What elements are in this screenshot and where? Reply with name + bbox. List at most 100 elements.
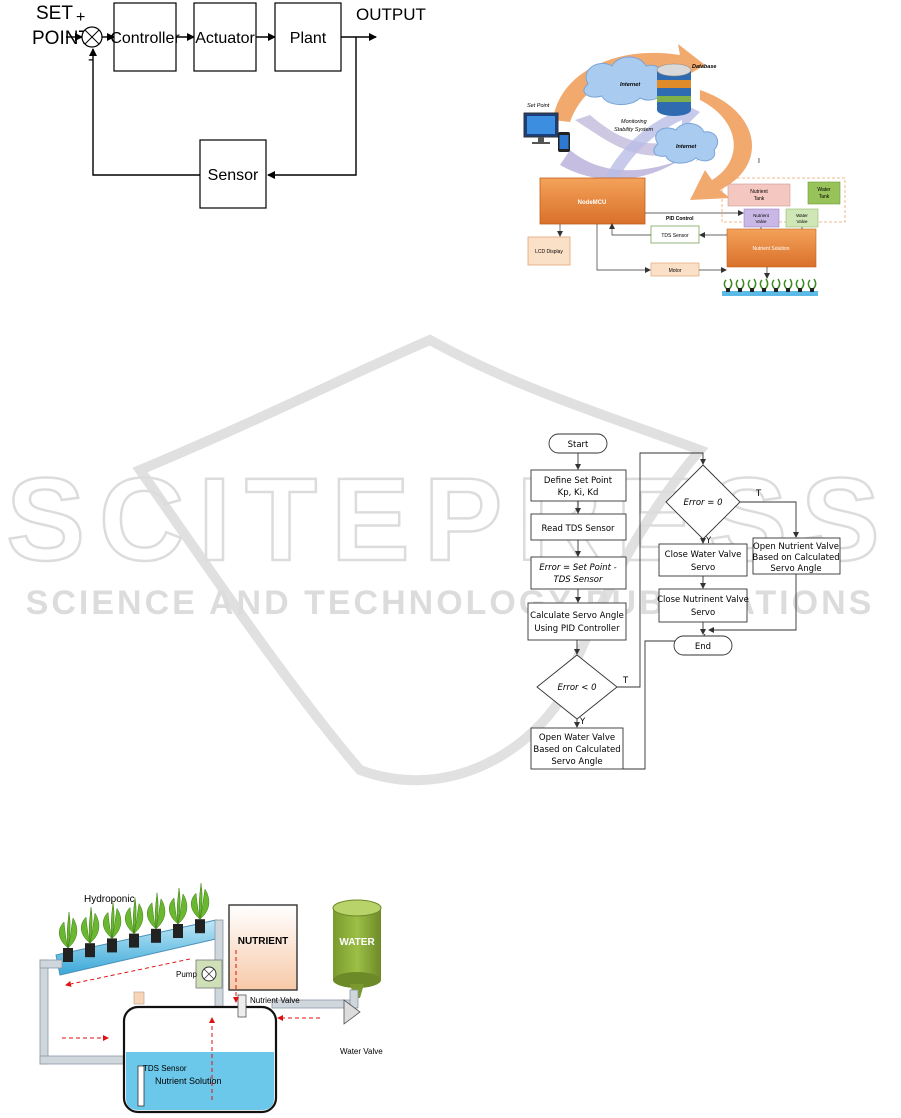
smartphone-icon: [558, 132, 570, 152]
water-valve-box: [785, 208, 819, 228]
plus-sign: +: [76, 9, 85, 26]
flow-read-tds: [530, 513, 627, 541]
flow-error-label-2: TDS Sensor: [554, 575, 603, 585]
nodemcu-label: NodeMCU: [578, 200, 607, 206]
tank-solution: [126, 1052, 274, 1110]
flow-end: [673, 635, 733, 656]
nodemcu-box: [539, 177, 646, 225]
nutrient-container: [228, 904, 298, 991]
sensor-box: [199, 139, 267, 209]
flow-y-label-2: Y: [705, 536, 712, 546]
plant-leaves: [191, 883, 210, 920]
small-plant-pot: [762, 288, 766, 292]
flow-t-label-1: T: [622, 676, 629, 686]
flow-close-nutrient-label-2: Servo: [691, 608, 715, 618]
internet-top-label: Internet: [620, 82, 641, 88]
plant-pot: [63, 948, 73, 962]
nutrient-solution-box: [726, 228, 817, 268]
purple-swoosh-2: [560, 150, 680, 180]
minus-sign: -: [88, 51, 93, 68]
nutrient-valve-label: Nutrient: [753, 213, 770, 218]
flow-open-nutrient-label-2: Based on Calculated: [752, 553, 839, 563]
plant-pot: [173, 924, 183, 938]
monitoring-label: Monitoring: [621, 119, 648, 125]
flow-arrows: [62, 950, 320, 1100]
plant-leaves: [81, 907, 100, 944]
flow-define-label: Define Set Point: [544, 476, 613, 486]
actuator-label: Actuator: [195, 30, 255, 47]
flow-define: [530, 469, 627, 502]
database-label: Database: [692, 64, 716, 70]
nutrient-tank-label: Nutrient: [750, 189, 768, 195]
water-valve-label-2: Valve: [797, 219, 808, 224]
flow-end-label: End: [695, 642, 711, 652]
lcd-display-box: [527, 236, 571, 266]
flow-calculate-label: Calculate Servo Angle: [530, 611, 624, 621]
water-tank-label-2: Tank: [819, 194, 830, 200]
flow-calculate: [527, 602, 627, 641]
flow-read-tds-label: Read TDS Sensor: [541, 524, 615, 534]
nutrient-valve-box: [743, 208, 780, 228]
output-label: OUTPUT: [356, 5, 426, 24]
flow-open-water-label-2: Based on Calculated: [533, 745, 620, 755]
flow-decision-eq-label: Error = 0: [684, 498, 723, 508]
hydroponic-label: Hydroponic: [84, 894, 135, 905]
tds-sensor-label: TDS Sensor: [661, 233, 689, 239]
plant-label: Plant: [290, 30, 327, 47]
water-tank-label: Water: [817, 187, 830, 193]
water-valve-label: Water Valve: [340, 1047, 383, 1056]
flow-calculate-label-2: Using PID Controller: [534, 624, 620, 634]
plant-pot: [195, 919, 205, 934]
flow-decision-lt-label: Error < 0: [558, 683, 597, 693]
flow-close-nutrient-label: Close Nutrinent Valve: [657, 595, 749, 605]
small-plant-pot: [786, 288, 790, 292]
feedback-line-left: [89, 48, 200, 176]
tds-sensor-label: TDS Sensor: [143, 1064, 187, 1073]
controller-box: [113, 2, 177, 72]
system-architecture-diagram: Internet Internet Database Set Point Mon…: [523, 44, 846, 296]
flow-open-nutrient-label-3: Servo Angle: [770, 564, 821, 574]
pid-control-label: PID Control: [666, 216, 694, 222]
small-plant-pot: [726, 288, 730, 292]
flow-close-water-label-2: Servo: [691, 563, 715, 573]
hydroponic-plants-row: [722, 267, 818, 296]
plant-pot: [85, 943, 95, 958]
plants: [59, 883, 210, 962]
summing-junction: [81, 26, 103, 48]
flow-error: [530, 556, 627, 590]
monitor-icon: [523, 112, 559, 144]
nutrient-tank-box: [727, 183, 791, 207]
water-valve-label: Water: [796, 213, 808, 218]
nutrient-container-label: NUTRIENT: [238, 936, 289, 947]
nutrient-valve-label: Nutrient Valve: [250, 996, 300, 1005]
lcd-display-label: LCD Display: [535, 249, 563, 255]
control-loop-diagram: SET POINT + - Controller Actuator Plant …: [32, 2, 426, 209]
flow-y-label-1: Y: [579, 717, 586, 727]
set-point-device-label: Set Point: [527, 103, 550, 109]
plant-leaves: [169, 887, 188, 925]
flow-open-water-label-3: Servo Angle: [551, 757, 602, 767]
flow-close-water-label: Close Water Valve: [665, 550, 742, 560]
controller-label: Controller: [110, 30, 180, 47]
nutrient-valve: [237, 994, 247, 1018]
flow-open-water: [530, 727, 624, 770]
flow-open-nutrient: [752, 537, 841, 575]
plant-box: [274, 2, 342, 72]
orange-swoosh-right: [690, 90, 753, 200]
nutrient-solution-label: Nutrient Solution: [753, 246, 790, 252]
plant-pot: [129, 933, 139, 948]
flow-close-nutrient: [658, 588, 748, 623]
actuator-box: [193, 2, 257, 72]
motor-label: Motor: [669, 268, 682, 274]
plant-leaves: [103, 902, 122, 939]
hydroponic-system-illustration: Hydroponic NUTRIENT WATER Nutrient Solut…: [39, 883, 383, 1114]
small-plant-pot: [750, 288, 754, 292]
plant-leaves: [125, 897, 144, 934]
flow-t-label-2: T: [755, 489, 762, 499]
flow-error-label: Error = Set Point -: [539, 563, 616, 573]
feedback-line-right: [267, 37, 357, 179]
orange-swoosh-top: [553, 44, 705, 122]
tds-probe: [137, 1065, 145, 1107]
flow-open-water-label: Open Water Valve: [539, 733, 615, 743]
